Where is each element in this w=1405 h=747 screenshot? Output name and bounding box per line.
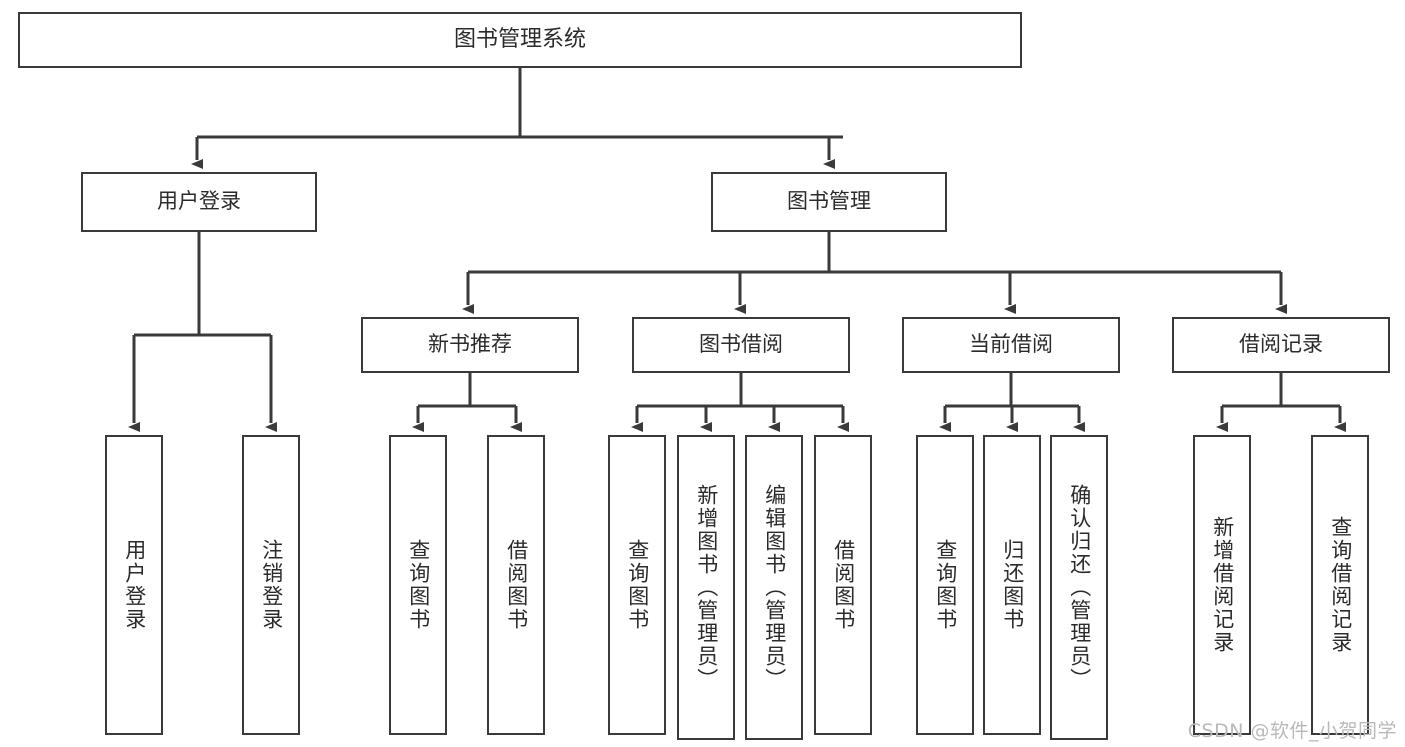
node-new-book-recommend-label: 新书推荐 bbox=[428, 332, 512, 357]
node-leaf-query-book-3[interactable]: 查询图书 bbox=[916, 435, 974, 735]
node-leaf-add-record[interactable]: 新增借阅记录 bbox=[1193, 435, 1251, 735]
node-leaf-edit-book[interactable]: 编辑图书（管理员） bbox=[745, 435, 803, 740]
node-book-borrow-label: 图书借阅 bbox=[699, 332, 783, 357]
node-leaf-query-book-2-label: 查询图书 bbox=[625, 539, 650, 631]
node-leaf-logout[interactable]: 注销登录 bbox=[242, 435, 300, 735]
node-leaf-query-book-3-label: 查询图书 bbox=[933, 539, 958, 631]
node-leaf-confirm-return-label: 确认归还（管理员） bbox=[1067, 484, 1092, 691]
node-current-borrow-label: 当前借阅 bbox=[969, 332, 1053, 357]
node-leaf-add-record-label: 新增借阅记录 bbox=[1210, 516, 1235, 654]
node-book-borrow[interactable]: 图书借阅 bbox=[632, 317, 850, 373]
node-leaf-query-book-1-label: 查询图书 bbox=[406, 539, 431, 631]
node-leaf-borrow-book-2-label: 借阅图书 bbox=[831, 539, 856, 631]
node-leaf-logout-label: 注销登录 bbox=[259, 539, 284, 631]
node-borrow-record[interactable]: 借阅记录 bbox=[1172, 317, 1390, 373]
node-leaf-add-book[interactable]: 新增图书（管理员） bbox=[677, 435, 735, 740]
node-leaf-query-book-1[interactable]: 查询图书 bbox=[389, 435, 447, 735]
node-leaf-borrow-book-1[interactable]: 借阅图书 bbox=[487, 435, 545, 735]
node-leaf-confirm-return[interactable]: 确认归还（管理员） bbox=[1050, 435, 1108, 740]
node-borrow-record-label: 借阅记录 bbox=[1239, 332, 1323, 357]
node-root[interactable]: 图书管理系统 bbox=[18, 12, 1022, 68]
node-leaf-return-book[interactable]: 归还图书 bbox=[983, 435, 1041, 735]
node-leaf-borrow-book-1-label: 借阅图书 bbox=[504, 539, 529, 631]
node-book-manage[interactable]: 图书管理 bbox=[711, 172, 947, 232]
node-root-label: 图书管理系统 bbox=[453, 26, 586, 52]
node-leaf-query-record[interactable]: 查询借阅记录 bbox=[1311, 435, 1369, 735]
node-leaf-user-login-label: 用户登录 bbox=[122, 539, 147, 631]
node-current-borrow[interactable]: 当前借阅 bbox=[902, 317, 1120, 373]
node-leaf-query-record-label: 查询借阅记录 bbox=[1328, 516, 1353, 654]
node-new-book-recommend[interactable]: 新书推荐 bbox=[361, 317, 579, 373]
node-book-manage-label: 图书管理 bbox=[787, 189, 871, 214]
node-user-login-label: 用户登录 bbox=[157, 189, 241, 214]
node-leaf-query-book-2[interactable]: 查询图书 bbox=[608, 435, 666, 735]
node-leaf-edit-book-label: 编辑图书（管理员） bbox=[762, 484, 787, 691]
watermark: CSDN @软件_小贺同学 bbox=[1187, 720, 1397, 742]
node-leaf-borrow-book-2[interactable]: 借阅图书 bbox=[814, 435, 872, 735]
node-user-login[interactable]: 用户登录 bbox=[81, 172, 317, 232]
node-leaf-add-book-label: 新增图书（管理员） bbox=[694, 484, 719, 691]
node-leaf-user-login[interactable]: 用户登录 bbox=[105, 435, 163, 735]
node-leaf-return-book-label: 归还图书 bbox=[1000, 539, 1025, 631]
